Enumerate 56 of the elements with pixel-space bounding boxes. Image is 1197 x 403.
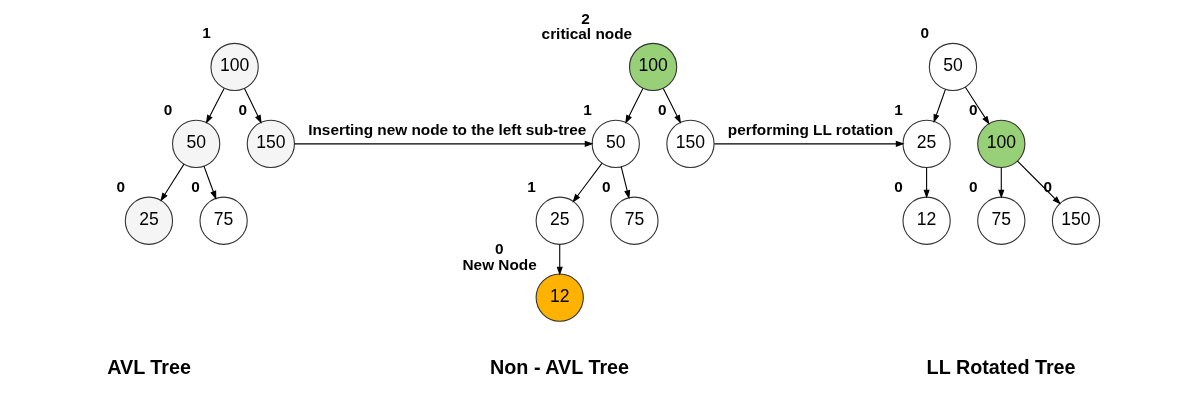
label: Non - AVL Tree (489, 356, 629, 379)
node-label: 0 (968, 100, 977, 118)
arrow (713, 140, 905, 147)
arrow (923, 167, 930, 199)
arrow (662, 87, 681, 124)
node-label: 0 (190, 177, 200, 195)
node-circle: 25 (901, 119, 951, 168)
node-circle: 75 (976, 196, 1025, 245)
edge-label: performing LL rotation (727, 121, 893, 139)
node-label: 1 (582, 100, 592, 118)
arrow (1016, 160, 1061, 205)
edge-label: Inserting new node to the left sub-tree (307, 121, 586, 139)
node-circle: 75 (609, 196, 659, 245)
arrow (571, 162, 602, 203)
node-label: 0 (1043, 177, 1052, 195)
node-circle: 100 (976, 119, 1025, 168)
arrow (624, 87, 643, 124)
node-label: 2 (580, 9, 590, 27)
arrow (933, 89, 946, 123)
node-label: 0 (116, 177, 125, 195)
node-circle: 50 (928, 42, 977, 92)
node-label: 0 (601, 177, 611, 195)
node-label: 0 (494, 240, 503, 258)
node-label: 0 (237, 100, 247, 118)
node-label: 1 (893, 100, 903, 118)
arrow (964, 86, 990, 125)
node-circle: 150 (665, 119, 715, 168)
node-label: New Node (462, 255, 537, 273)
arrow (997, 167, 1004, 199)
arrow (556, 244, 563, 276)
arrow (202, 165, 216, 200)
node-label: 1 (526, 177, 536, 195)
label: LL Rotated Tree (926, 356, 1076, 379)
node-label: 0 (657, 100, 667, 118)
node-label: critical node (541, 25, 632, 43)
arrow (159, 163, 185, 202)
node-circle: 75 (198, 196, 248, 245)
node-circle: 25 (535, 196, 584, 245)
node-circle: 50 (171, 119, 220, 168)
node-circle: 100 (209, 42, 259, 92)
node-label: 0 (163, 100, 172, 118)
node-circle: 12 (901, 196, 951, 245)
label: AVL Tree (106, 356, 191, 379)
node-label: 0 (968, 177, 977, 195)
node-circle: 100 (628, 42, 677, 92)
node-circle: 25 (124, 196, 173, 245)
node-circle: 150 (246, 119, 295, 168)
arrow (205, 87, 225, 124)
node-label: 0 (920, 24, 929, 42)
node-label: 1 (201, 24, 211, 42)
node-circle: 50 (591, 119, 640, 168)
arrow (620, 166, 630, 200)
arrow (293, 140, 594, 147)
node-label: 0 (893, 177, 903, 195)
node-circle: 12 (535, 273, 584, 322)
arrow (243, 87, 262, 124)
